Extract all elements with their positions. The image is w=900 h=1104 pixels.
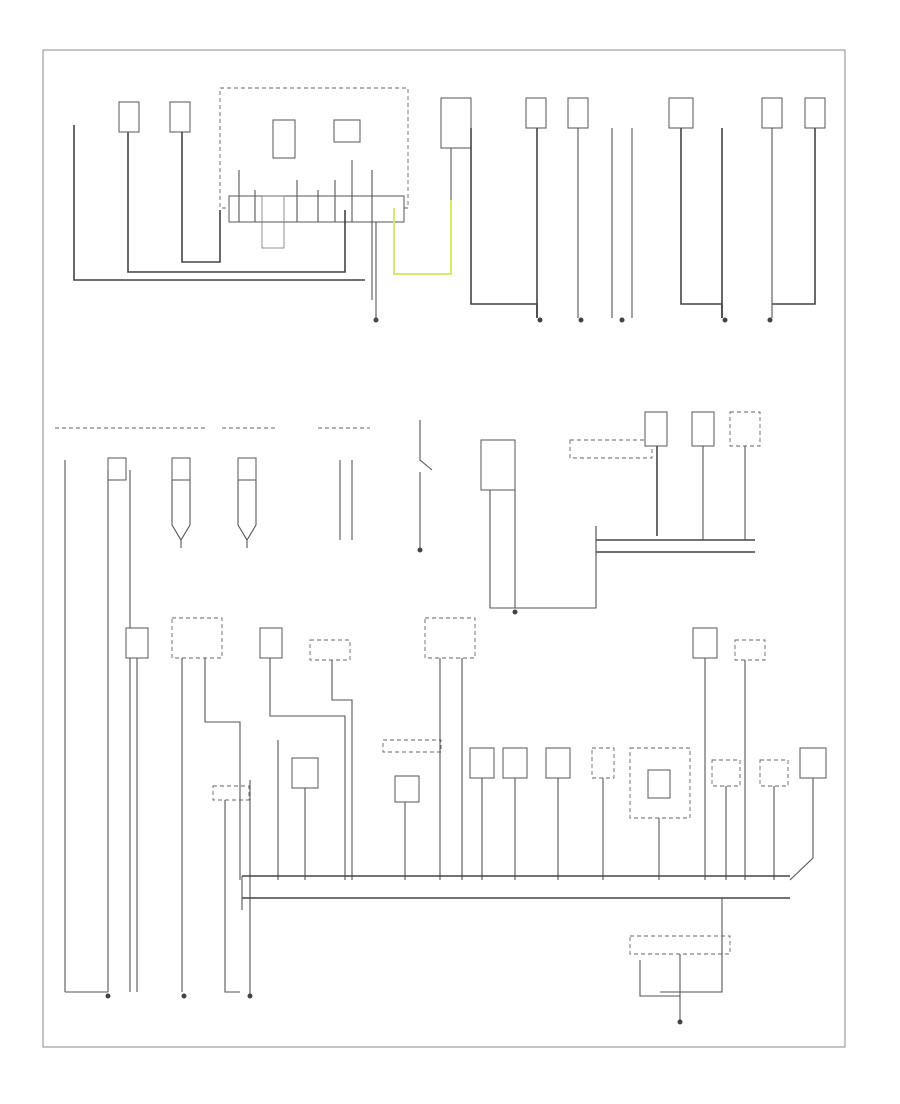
component-box xyxy=(691,411,715,447)
component-box xyxy=(394,775,420,803)
component-box xyxy=(647,769,671,799)
ground-point xyxy=(512,609,518,615)
wire xyxy=(204,658,241,880)
wire xyxy=(181,132,221,263)
splice-cone xyxy=(171,480,191,542)
diagram-frame xyxy=(42,49,846,1048)
connector-outline xyxy=(424,617,476,659)
wire xyxy=(269,658,346,880)
component-box xyxy=(440,97,472,149)
ground-point xyxy=(767,317,773,323)
component-box xyxy=(291,757,319,789)
wire xyxy=(470,128,538,318)
highlighted-wire xyxy=(393,200,452,275)
fuse-loop xyxy=(261,195,285,249)
wire xyxy=(680,128,723,318)
fuse-row-box xyxy=(228,195,405,223)
component-box xyxy=(502,747,528,779)
connector-outline xyxy=(309,639,351,661)
component-box xyxy=(118,101,140,133)
ground-point xyxy=(677,1019,683,1025)
ground-point xyxy=(619,317,625,323)
component-box xyxy=(469,747,495,779)
relay-box xyxy=(272,119,296,159)
connector-outline xyxy=(171,617,223,659)
wire xyxy=(639,960,680,997)
component-box xyxy=(692,627,718,659)
ground-point xyxy=(722,317,728,323)
connector-outline xyxy=(382,739,442,753)
ground-point xyxy=(247,993,253,999)
switch xyxy=(419,420,433,471)
ground-point xyxy=(537,317,543,323)
wire xyxy=(489,490,597,609)
component-outline xyxy=(759,759,789,787)
ground-point xyxy=(417,547,423,553)
wire xyxy=(73,125,365,281)
wire xyxy=(224,800,240,993)
bottom-section xyxy=(125,617,827,1025)
wire xyxy=(660,898,723,993)
component-box xyxy=(125,627,149,659)
wire xyxy=(331,660,353,880)
connector-box xyxy=(171,457,191,481)
ground-point xyxy=(373,317,379,323)
component-box xyxy=(259,627,283,659)
connector-box xyxy=(237,457,257,481)
ground-point xyxy=(181,993,187,999)
component-box xyxy=(761,97,783,129)
ground-point xyxy=(105,993,111,999)
component-box xyxy=(644,411,668,447)
component-box xyxy=(169,101,191,133)
component-box xyxy=(545,747,571,779)
component-outline xyxy=(729,411,761,447)
wire xyxy=(772,128,816,305)
component-outline xyxy=(629,747,691,819)
wire xyxy=(789,778,814,881)
wire xyxy=(127,132,346,273)
splice-cone xyxy=(237,480,257,542)
relay-box xyxy=(333,119,361,143)
top-section xyxy=(73,87,826,323)
relay-module xyxy=(480,439,516,491)
connector-outline xyxy=(212,785,250,801)
component-box xyxy=(567,97,589,129)
component-box xyxy=(668,97,694,129)
middle-section xyxy=(55,411,761,999)
component-box xyxy=(525,97,547,129)
fuse-block-outline xyxy=(219,87,409,209)
component-outline xyxy=(591,747,615,779)
ground-point xyxy=(578,317,584,323)
connector-outline xyxy=(629,935,731,955)
connector-outline xyxy=(569,439,653,459)
component-outline xyxy=(711,759,741,787)
component-box xyxy=(799,747,827,779)
component-box xyxy=(804,97,826,129)
component-outline xyxy=(734,639,766,661)
connector-box xyxy=(107,457,127,481)
